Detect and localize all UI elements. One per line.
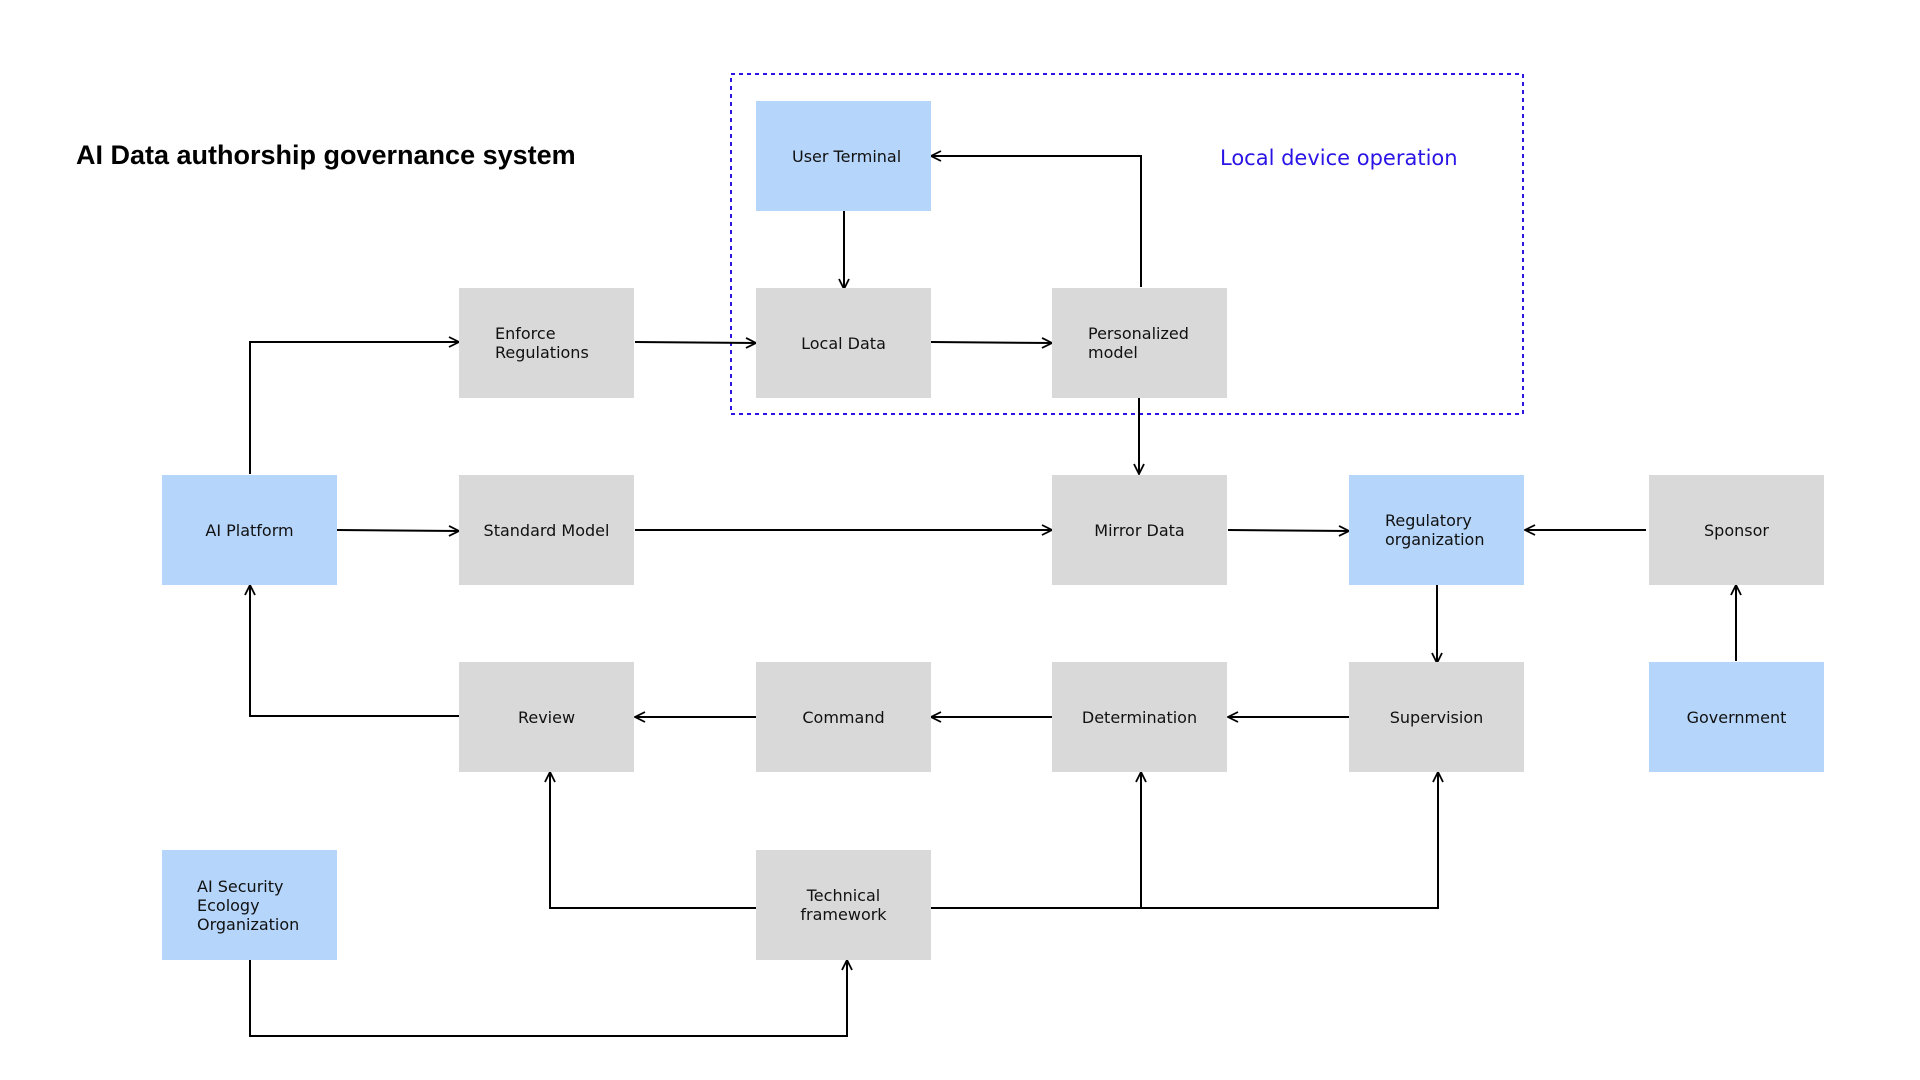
edge-ai-security-ecology-organization-to-technical-framework — [249, 960, 847, 1037]
node-enforce-regulations-label: Enforce Regulations — [495, 324, 589, 362]
edge-mirror-data-to-regulatory-organization — [1227, 530, 1349, 531]
node-sponsor: Sponsor — [1649, 475, 1824, 585]
node-sponsor-label: Sponsor — [1704, 520, 1769, 540]
edge-personalized-model-to-user-terminal — [931, 156, 1142, 287]
node-enforce-regulations: Enforce Regulations — [459, 288, 634, 398]
node-ai-platform-label: AI Platform — [205, 520, 294, 540]
node-ai-security-ecology-organization: AI Security Ecology Organization — [162, 850, 337, 960]
edge-review-to-ai-platform — [250, 585, 459, 717]
node-command: Command — [756, 662, 931, 772]
node-determination: Determination — [1052, 662, 1227, 772]
node-local-data: Local Data — [756, 288, 931, 398]
node-review: Review — [459, 662, 634, 772]
diagram-title: AI Data authorship governance system — [76, 140, 576, 170]
node-regulatory-organization-label: Regulatory organization — [1385, 511, 1485, 549]
edge-enforce-regulations-to-local-data — [634, 342, 756, 343]
edge-local-data-to-personalized-model — [930, 342, 1052, 343]
node-personalized-model-label: Personalized model — [1088, 324, 1189, 362]
node-personalized-model: Personalized model — [1052, 288, 1227, 398]
edge-technical-framework-to-review — [550, 772, 756, 909]
node-technical-framework: Technical framework — [756, 850, 931, 960]
node-regulatory-organization: Regulatory organization — [1349, 475, 1524, 585]
node-standard-model: Standard Model — [459, 475, 634, 585]
edge-ai-platform-to-standard-model — [336, 530, 459, 531]
node-ai-platform: AI Platform — [162, 475, 337, 585]
node-local-data-label: Local Data — [801, 333, 886, 353]
node-ai-security-ecology-organization-label: AI Security Ecology Organization — [197, 876, 300, 934]
node-mirror-data: Mirror Data — [1052, 475, 1227, 585]
node-technical-framework-label: Technical framework — [800, 886, 887, 924]
edge-ai-platform-to-enforce-regulations — [249, 342, 459, 474]
local-device-operation-region — [730, 73, 1524, 415]
node-command-label: Command — [802, 707, 885, 727]
node-review-label: Review — [517, 707, 576, 727]
edge-technical-framework-to-determination — [931, 772, 1141, 909]
node-determination-label: Determination — [1081, 707, 1198, 727]
node-government-label: Government — [1686, 707, 1787, 727]
node-user-terminal-label: User Terminal — [792, 146, 902, 166]
node-supervision: Supervision — [1349, 662, 1524, 772]
node-supervision-label: Supervision — [1389, 707, 1484, 727]
node-mirror-data-label: Mirror Data — [1094, 520, 1185, 540]
node-standard-model-label: Standard Model — [483, 520, 610, 540]
edge-technical-framework-to-supervision — [1141, 772, 1438, 909]
local-device-operation-label: Local device operation — [1220, 146, 1458, 170]
node-user-terminal: User Terminal — [756, 101, 931, 211]
node-government: Government — [1649, 662, 1824, 772]
